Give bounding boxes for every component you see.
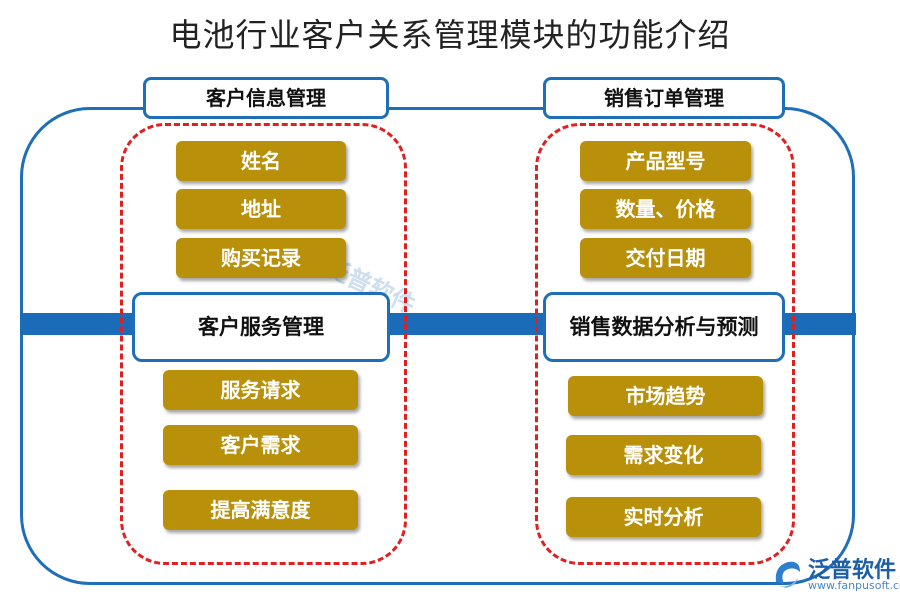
right-item-qty-price: 数量、价格 xyxy=(580,189,751,229)
page-title: 电池行业客户关系管理模块的功能介绍 xyxy=(169,16,731,54)
right-header: 销售订单管理 xyxy=(543,77,785,119)
logo-url: www.fanpusoft.com xyxy=(808,579,900,592)
right-dashed-group xyxy=(535,123,795,565)
left-header: 客户信息管理 xyxy=(143,77,389,119)
brand-logo: 泛普软件 www.fanpusoft.com xyxy=(770,552,900,598)
left-item-demand: 客户需求 xyxy=(163,425,358,465)
left-dashed-group xyxy=(120,123,407,565)
left-item-address: 地址 xyxy=(176,189,346,229)
right-item-delivery: 交付日期 xyxy=(580,238,751,278)
outer-frame xyxy=(20,107,855,585)
left-item-satisfaction: 提高满意度 xyxy=(163,490,358,530)
left-item-service: 服务请求 xyxy=(163,370,358,410)
right-item-model: 产品型号 xyxy=(580,141,751,181)
left-item-purchase: 购买记录 xyxy=(176,238,346,278)
left-item-name: 姓名 xyxy=(176,141,346,181)
left-middle: 客户服务管理 xyxy=(132,292,390,362)
logo-name: 泛普软件 xyxy=(808,558,897,583)
right-item-change: 需求变化 xyxy=(566,435,761,475)
right-item-trend: 市场趋势 xyxy=(568,376,763,416)
right-item-realtime: 实时分析 xyxy=(566,497,761,537)
logo-icon xyxy=(775,561,800,588)
right-middle: 销售数据分析与预测 xyxy=(543,292,785,362)
